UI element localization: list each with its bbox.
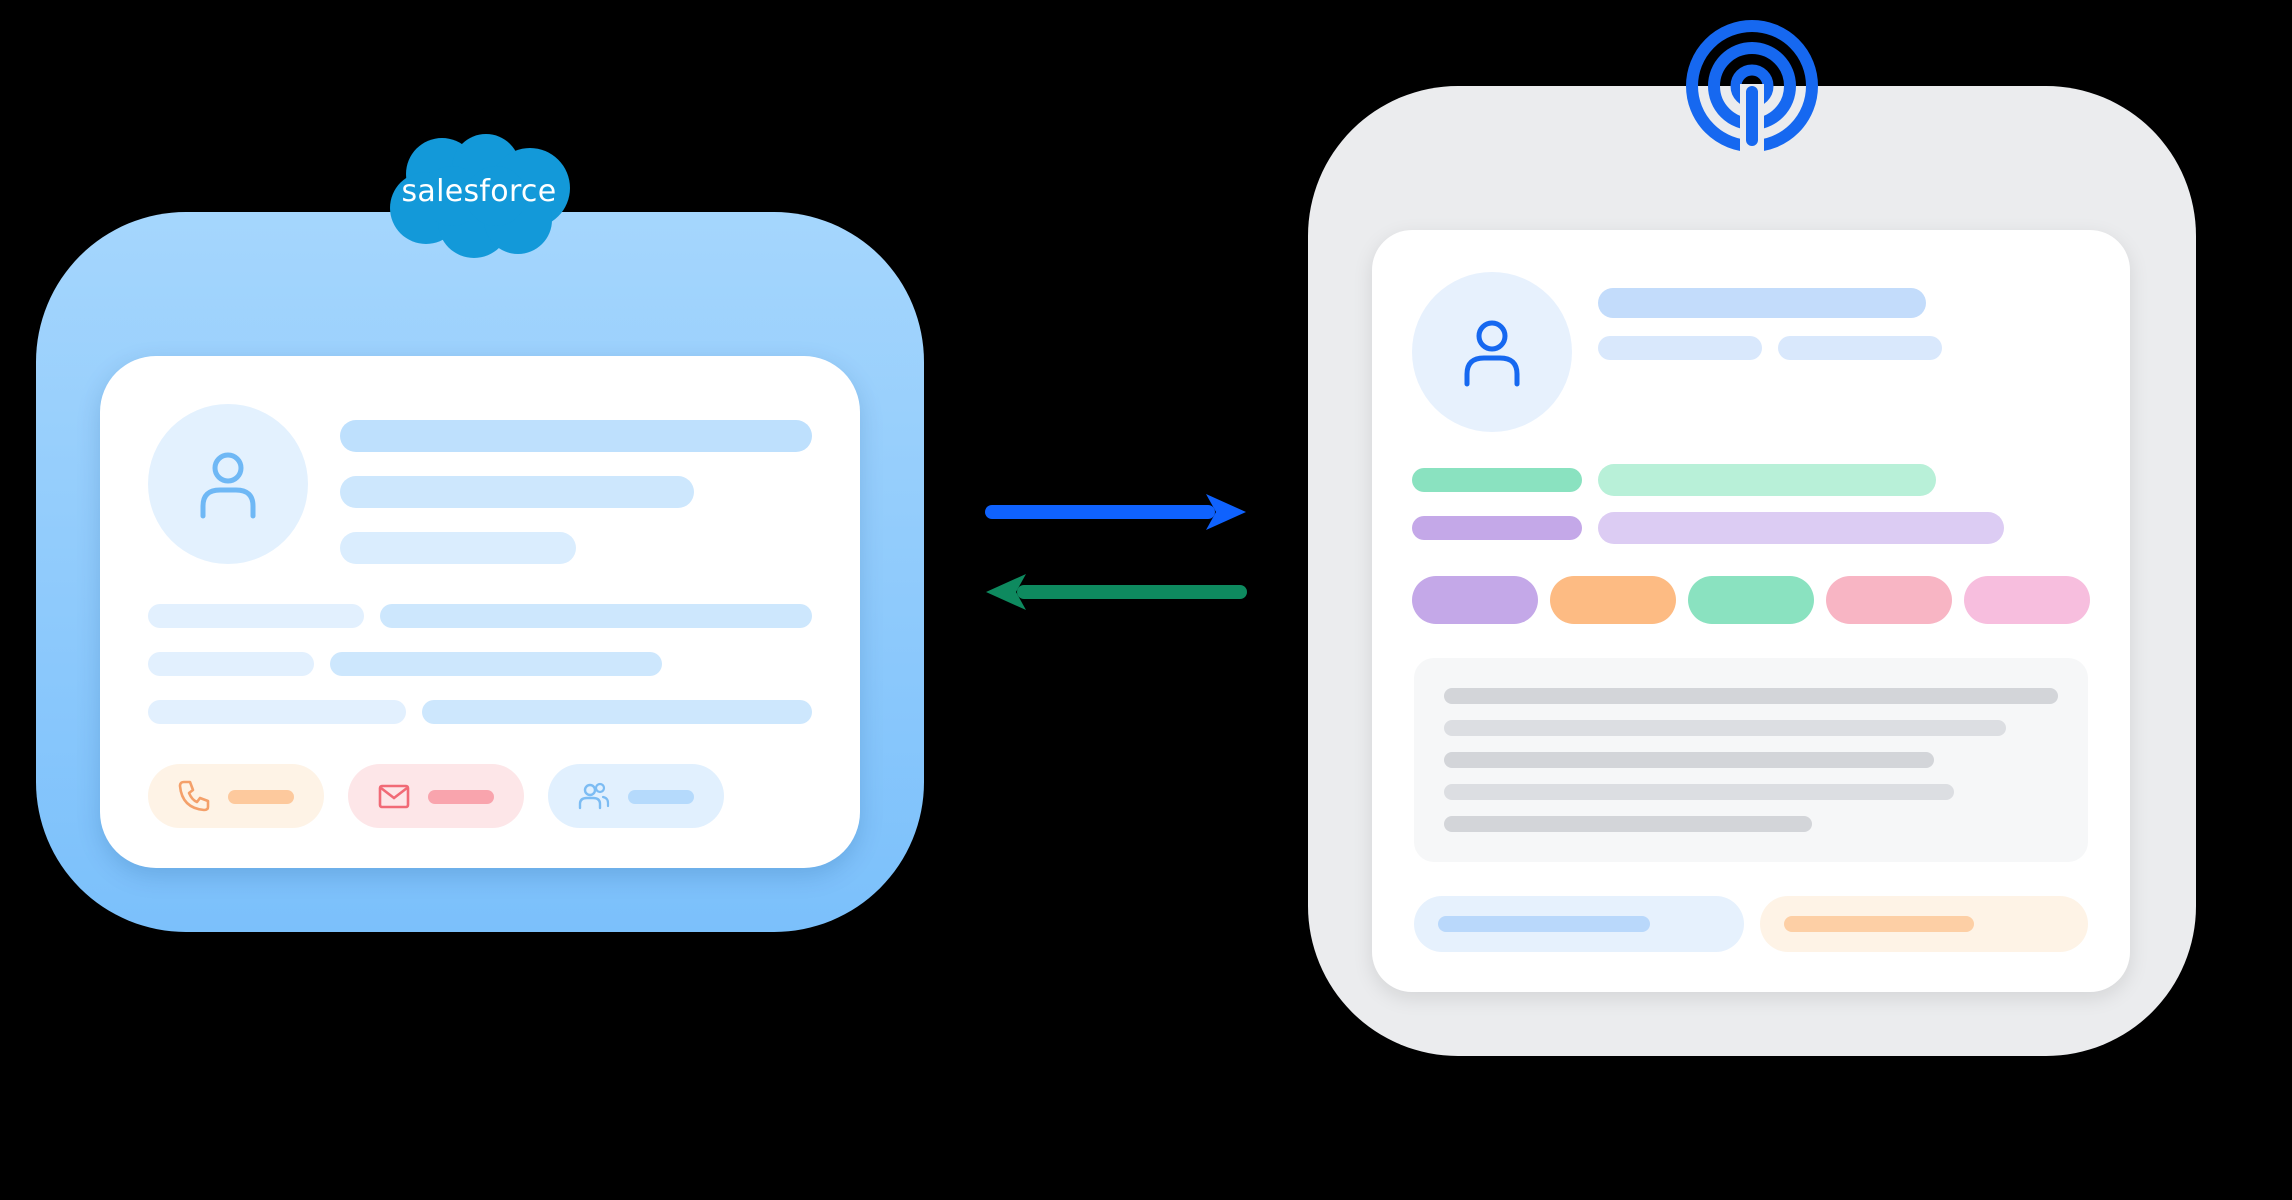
broadcast-signal-icon: [1686, 20, 1818, 154]
salesforce-logo-text: salesforce: [401, 174, 557, 209]
phone-icon: [178, 780, 210, 812]
contact-avatar: [148, 404, 308, 564]
salesforce-contact-card: [100, 356, 860, 868]
email-action-button[interactable]: [348, 764, 524, 828]
field-value-placeholder: [380, 604, 812, 628]
note-line-placeholder: [1444, 784, 1954, 800]
sync-arrow-inbound: [986, 574, 1247, 610]
contact-name-placeholder: [340, 420, 812, 452]
call-label-placeholder: [228, 790, 294, 804]
tag-chip[interactable]: [1688, 576, 1814, 624]
team-label-placeholder: [628, 790, 694, 804]
salesforce-logo: salesforce: [386, 130, 572, 262]
status-label-placeholder: [1412, 468, 1582, 492]
note-line-placeholder: [1444, 816, 1812, 832]
field-value-placeholder: [330, 652, 662, 676]
contact-detail-placeholder: [1598, 336, 1762, 360]
contact-avatar: [1412, 272, 1572, 432]
sync-arrow-outbound: [985, 494, 1246, 530]
field-label-placeholder: [148, 652, 314, 676]
user-icon: [200, 452, 256, 519]
contact-detail-placeholder: [1778, 336, 1942, 360]
notes-box: [1414, 658, 2088, 862]
tag-chip[interactable]: [1550, 576, 1676, 624]
tag-chip[interactable]: [1964, 576, 2090, 624]
secondary-action-label-placeholder: [1784, 916, 1974, 932]
user-icon: [1464, 320, 1520, 387]
tag-chip[interactable]: [1412, 576, 1538, 624]
contact-name-placeholder: [1598, 288, 1926, 318]
mail-icon: [378, 784, 410, 809]
stage-label-placeholder: [1412, 516, 1582, 540]
primary-action-label-placeholder: [1438, 916, 1650, 932]
users-icon: [578, 782, 610, 810]
note-line-placeholder: [1444, 720, 2006, 736]
stage-value-placeholder: [1598, 512, 2004, 544]
contact-company-placeholder: [340, 532, 576, 564]
contact-title-placeholder: [340, 476, 694, 508]
field-label-placeholder: [148, 700, 406, 724]
field-value-placeholder: [422, 700, 812, 724]
call-action-button[interactable]: [148, 764, 324, 828]
team-action-button[interactable]: [548, 764, 724, 828]
note-line-placeholder: [1444, 752, 1934, 768]
tag-chip[interactable]: [1826, 576, 1952, 624]
primary-action-button[interactable]: [1414, 896, 1744, 952]
email-label-placeholder: [428, 790, 494, 804]
secondary-action-button[interactable]: [1760, 896, 2088, 952]
note-line-placeholder: [1444, 688, 2058, 704]
field-label-placeholder: [148, 604, 364, 628]
status-value-placeholder: [1598, 464, 1936, 496]
target-contact-card: [1372, 230, 2130, 992]
